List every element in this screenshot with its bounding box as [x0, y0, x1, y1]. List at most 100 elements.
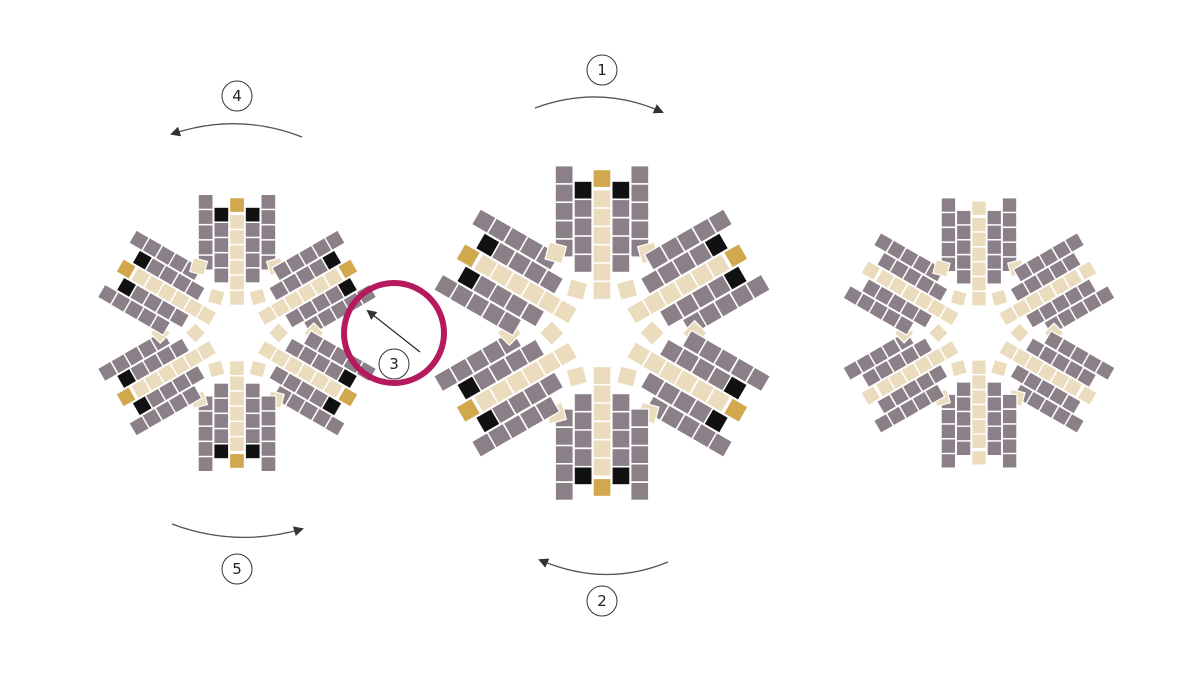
bead — [611, 411, 631, 431]
bead — [260, 239, 277, 256]
bead — [213, 267, 230, 284]
bead — [611, 235, 631, 255]
bead — [955, 209, 972, 226]
bead — [1001, 197, 1018, 213]
bead — [971, 216, 987, 233]
bead — [229, 244, 246, 261]
bead — [1094, 359, 1116, 382]
bead — [1001, 408, 1018, 425]
bead — [1001, 393, 1018, 410]
bead — [971, 261, 987, 277]
bead — [592, 421, 612, 441]
bead — [744, 273, 771, 300]
bead — [592, 226, 612, 246]
bead — [320, 394, 343, 417]
bead — [213, 206, 230, 223]
bead — [244, 397, 261, 414]
bead — [875, 251, 898, 273]
bead — [1063, 231, 1086, 254]
bead — [244, 267, 261, 284]
bead — [722, 242, 749, 269]
bead — [971, 246, 987, 263]
step-5-arrow — [171, 523, 304, 539]
bead — [573, 180, 593, 200]
bead — [986, 396, 1003, 412]
bead — [229, 274, 246, 291]
bead — [244, 206, 261, 223]
svg-text:4: 4 — [232, 87, 242, 105]
bead — [538, 319, 565, 347]
bead — [213, 428, 230, 445]
bead — [197, 440, 214, 457]
join-thread-arrow — [366, 309, 421, 353]
bead — [96, 283, 119, 306]
bead — [986, 209, 1003, 226]
bead — [722, 397, 749, 424]
bead — [189, 256, 209, 277]
bead — [940, 197, 957, 213]
bead — [989, 288, 1009, 308]
svg-text:3: 3 — [389, 355, 399, 373]
bead — [1008, 322, 1031, 344]
bead — [971, 200, 987, 216]
bead — [722, 264, 749, 292]
bead — [213, 252, 230, 269]
svg-text:2: 2 — [597, 592, 607, 610]
bead — [1001, 241, 1018, 258]
bead — [986, 254, 1003, 270]
bead — [544, 241, 568, 265]
bead — [244, 237, 261, 254]
bead — [592, 281, 612, 301]
bead — [971, 403, 987, 420]
bead — [592, 366, 612, 386]
svg-text:1: 1 — [597, 61, 607, 79]
bead — [611, 429, 631, 449]
bead — [228, 420, 245, 437]
step-label-4: 4 — [221, 80, 253, 112]
bead — [971, 433, 987, 450]
bead — [128, 414, 151, 437]
bead — [323, 414, 346, 437]
bead — [229, 197, 246, 214]
bead — [1076, 259, 1098, 282]
bead — [565, 365, 589, 388]
bead — [244, 428, 261, 445]
bead — [955, 224, 972, 241]
bead — [611, 198, 631, 218]
bead — [940, 408, 957, 425]
bead — [472, 252, 499, 279]
bead — [955, 254, 972, 270]
step-label-3: 3 — [378, 348, 410, 380]
bead — [267, 321, 290, 345]
bead — [554, 201, 574, 221]
bead — [1076, 384, 1098, 407]
bead — [115, 257, 138, 280]
bead — [244, 221, 261, 238]
bead — [213, 412, 230, 429]
svg-text:5: 5 — [232, 560, 242, 578]
bead — [228, 360, 245, 377]
bead — [228, 452, 245, 469]
bead — [455, 242, 482, 269]
bead — [940, 226, 957, 243]
bead — [707, 431, 734, 459]
bead — [986, 425, 1003, 442]
bead — [971, 231, 987, 248]
bead — [949, 358, 969, 378]
bead — [197, 193, 214, 210]
bead — [860, 384, 882, 407]
step-label-5: 5 — [221, 553, 253, 585]
bead — [592, 189, 612, 209]
bead — [213, 443, 230, 460]
bead — [611, 180, 631, 200]
bead — [470, 208, 497, 235]
bead — [721, 374, 749, 402]
bead — [592, 457, 612, 477]
bead — [1001, 212, 1018, 228]
bead — [860, 277, 883, 300]
bead — [745, 366, 772, 393]
bead — [554, 426, 574, 446]
bead — [115, 276, 138, 299]
bead — [630, 426, 650, 446]
bead — [213, 382, 230, 399]
